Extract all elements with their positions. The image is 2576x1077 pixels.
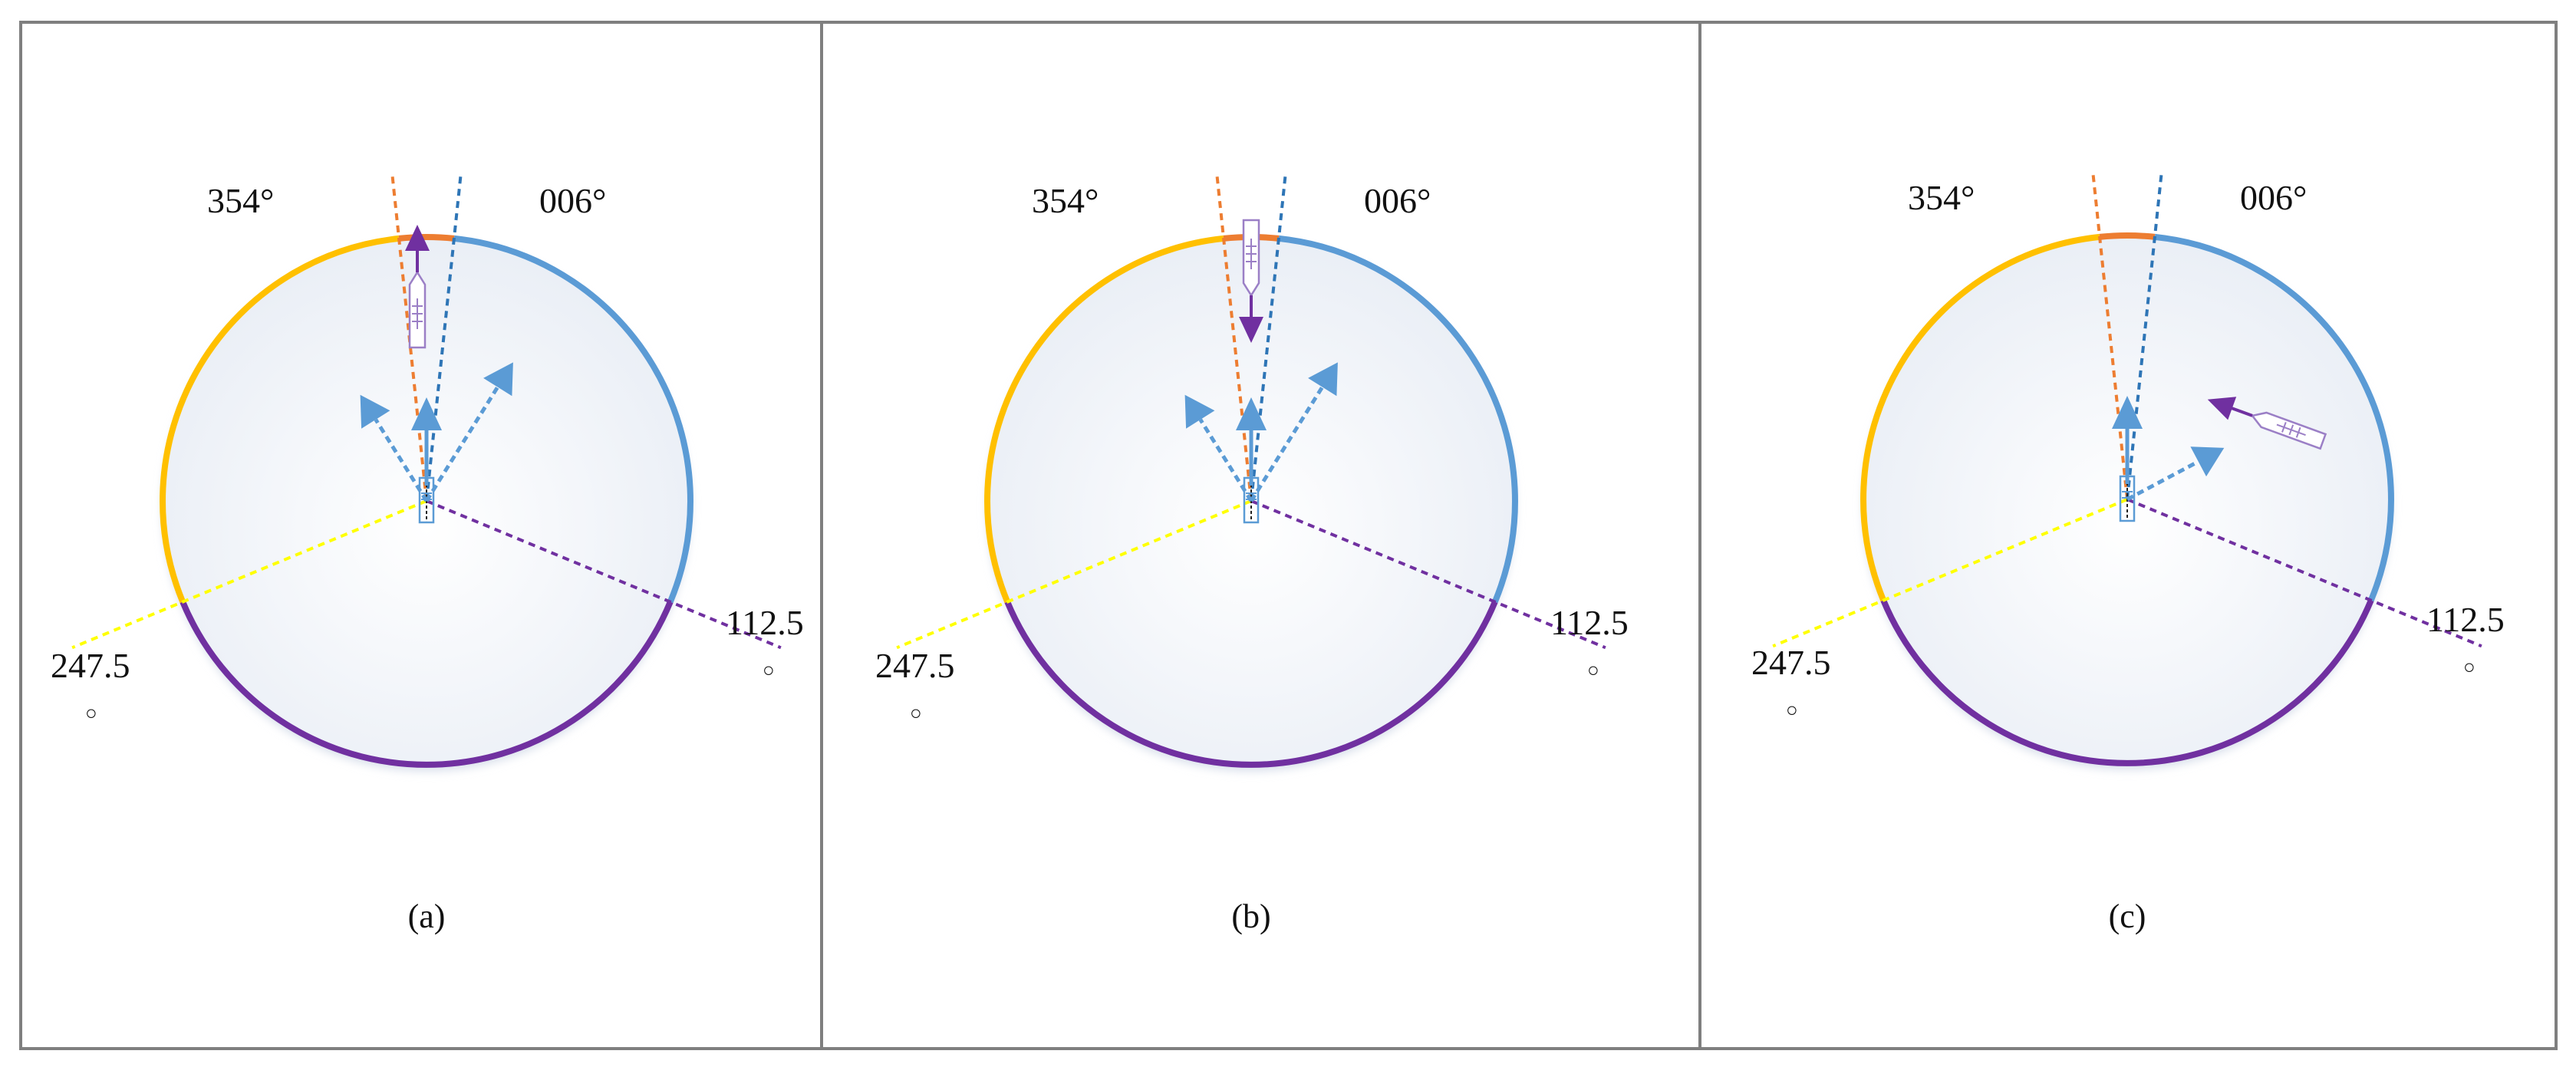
arc-starboard bbox=[2154, 233, 2394, 602]
label-247-degree: ○ bbox=[910, 702, 922, 724]
label-112-degree: ○ bbox=[2463, 656, 2476, 678]
arc-port bbox=[1860, 233, 2100, 602]
boundary-112 bbox=[2126, 498, 2482, 648]
label-247-degree: ○ bbox=[85, 702, 97, 724]
boundary-247 bbox=[896, 499, 1252, 650]
label-247: 247.5 bbox=[1751, 643, 1831, 682]
label-006: 006° bbox=[539, 181, 606, 220]
boundary-112 bbox=[1250, 499, 1606, 650]
starboard-turn-arrow bbox=[1249, 362, 1338, 502]
label-112-degree: ○ bbox=[763, 659, 775, 681]
label-247: 247.5 bbox=[875, 646, 955, 685]
own-heading-arrow bbox=[2112, 396, 2143, 484]
label-247-degree: ○ bbox=[1786, 699, 1798, 721]
boundary-112 bbox=[426, 499, 782, 650]
target-heading-arrow bbox=[2207, 397, 2253, 420]
label-112: 112.5 bbox=[726, 603, 804, 642]
boundary-006 bbox=[2126, 171, 2163, 500]
target-ship-icon bbox=[408, 270, 427, 349]
arc-overtaking bbox=[1004, 601, 1498, 768]
label-354: 354° bbox=[207, 181, 274, 220]
label-112: 112.5 bbox=[1550, 603, 1629, 642]
panel-caption: (a) bbox=[408, 898, 446, 935]
own-heading-arrow bbox=[411, 397, 442, 486]
outer-frame bbox=[19, 21, 2558, 1050]
starboard-turn-arrow bbox=[2126, 446, 2225, 502]
boundary-006 bbox=[425, 173, 463, 502]
panel-b: 354° 006° 112.5 ○ 247.5 ○ (b) bbox=[875, 173, 1629, 935]
boundary-247 bbox=[71, 499, 427, 650]
label-006: 006° bbox=[2240, 178, 2307, 217]
starboard-turn-arrow bbox=[424, 362, 513, 502]
arc-port bbox=[984, 235, 1224, 604]
label-354: 354° bbox=[1908, 178, 1975, 217]
panel-c: 354° 006° 112.5 ○ 247.5 ○ (c) bbox=[1751, 171, 2505, 935]
target-heading-arrow bbox=[405, 225, 430, 272]
arc-overtaking bbox=[180, 601, 674, 768]
port-turn-arrow bbox=[1184, 394, 1253, 502]
label-354: 354° bbox=[1032, 181, 1099, 220]
target-ship-icon bbox=[1242, 219, 1260, 298]
arc-port bbox=[160, 235, 400, 604]
label-112: 112.5 bbox=[2426, 600, 2505, 639]
boundary-006 bbox=[1250, 173, 1287, 502]
arc-head-on bbox=[2099, 232, 2156, 240]
boundary-247 bbox=[1772, 498, 2128, 648]
label-006: 006° bbox=[1364, 181, 1431, 220]
panel-a: 354° 006° 112.5 ○ 247.5 ○ (a) bbox=[51, 173, 804, 935]
arc-starboard bbox=[453, 235, 693, 604]
target-heading-arrow bbox=[1239, 295, 1263, 343]
panel-caption: (b) bbox=[1231, 898, 1270, 935]
target-ship-icon bbox=[2250, 411, 2327, 450]
arc-head-on bbox=[398, 234, 455, 242]
own-heading-arrow bbox=[1236, 397, 1267, 486]
arc-overtaking bbox=[1880, 599, 2374, 766]
panel-caption: (c) bbox=[2109, 898, 2146, 935]
label-247: 247.5 bbox=[51, 646, 130, 685]
boundary-354 bbox=[1215, 173, 1253, 502]
boundary-354 bbox=[2091, 171, 2129, 500]
label-112-degree: ○ bbox=[1587, 659, 1599, 681]
arc-starboard bbox=[1278, 235, 1518, 604]
port-turn-arrow bbox=[360, 394, 429, 502]
